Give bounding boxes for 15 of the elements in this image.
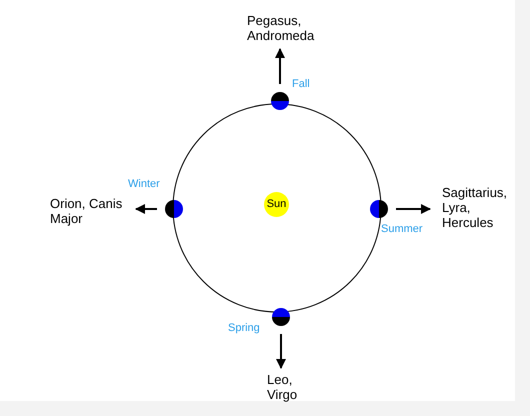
earth-circle <box>272 308 290 326</box>
constellation-label: Sagittarius, Lyra, Hercules <box>442 185 508 230</box>
season-label: Spring <box>228 323 260 334</box>
constellation-label: Pegasus, Andromeda <box>247 13 316 43</box>
earth-circle <box>271 92 289 110</box>
arrow <box>135 204 157 214</box>
earth-circle <box>165 200 183 218</box>
season-label: Fall <box>292 79 310 90</box>
season-label: Summer <box>381 224 423 235</box>
season-label: Winter <box>128 179 160 190</box>
sun-label: Sun <box>266 199 286 210</box>
arrow <box>275 48 285 84</box>
constellation-label: Orion, Canis Major <box>50 196 124 226</box>
constellation-label: Leo, Virgo <box>267 372 298 402</box>
earth-circle <box>370 200 388 218</box>
